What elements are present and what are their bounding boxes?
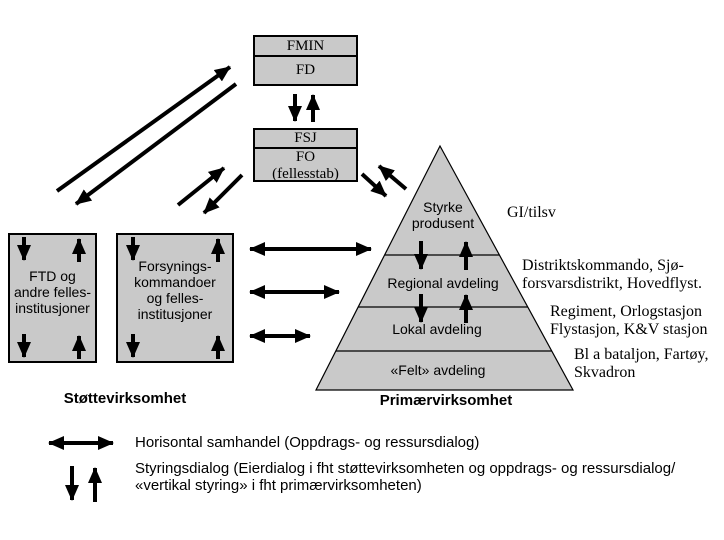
legend-styring-label: Styringsdialog (Eierdialog i fht støttev… xyxy=(135,460,676,494)
arrow-pyramid-to-fo-up xyxy=(377,164,408,191)
annotation-bataljon: Bl a bataljon, Fartøy, Skvadron xyxy=(574,346,709,381)
legend-horizontal-label: Horisontal samhandel (Oppdrags- og ressu… xyxy=(135,434,480,451)
fd-cell: FD xyxy=(295,62,316,78)
pyramid-level-styrke-label: Styrke produsent xyxy=(411,199,475,231)
forsyning-box-label: Forsynings- kommandoer og felles- instit… xyxy=(134,258,216,322)
arrow-fo-to-forsyning-down xyxy=(202,173,244,215)
annotation-regiment: Regiment, Orlogstasjon Flystasjon, K&V s… xyxy=(550,303,708,338)
annotation-distriktskommando: Distriktskommando, Sjø- forsvarsdistrikt… xyxy=(522,257,702,292)
pyramid-level-regional-label: Regional avdeling xyxy=(387,275,499,291)
support-section-label: Støttevirksomhet xyxy=(63,390,187,407)
fmin-fd-box: FMIN FD xyxy=(253,35,358,86)
arrow-support-to-fmin-up xyxy=(55,65,232,193)
pyramid-level-felt-label: «Felt» avdeling xyxy=(390,362,486,378)
annotation-gi-tilsv: GI/tilsv xyxy=(507,204,556,221)
fsj-fo-box: FSJ FO (fellesstab) xyxy=(253,128,358,182)
arrow-fmin-to-support-down xyxy=(74,82,238,206)
fmin-cell: FMIN xyxy=(255,37,356,57)
ftd-box-label: FTD og andre felles- institusjoner xyxy=(13,268,92,316)
primary-section-label: Primærvirksomhet xyxy=(379,392,513,409)
fo-cell: FO (fellesstab) xyxy=(272,149,339,182)
pyramid-level-lokal-label: Lokal avdeling xyxy=(392,321,482,337)
arrow-fo-to-pyramid-down xyxy=(360,172,388,198)
fsj-cell: FSJ xyxy=(255,130,356,149)
arrow-forsyning-to-fo-up xyxy=(176,166,226,207)
